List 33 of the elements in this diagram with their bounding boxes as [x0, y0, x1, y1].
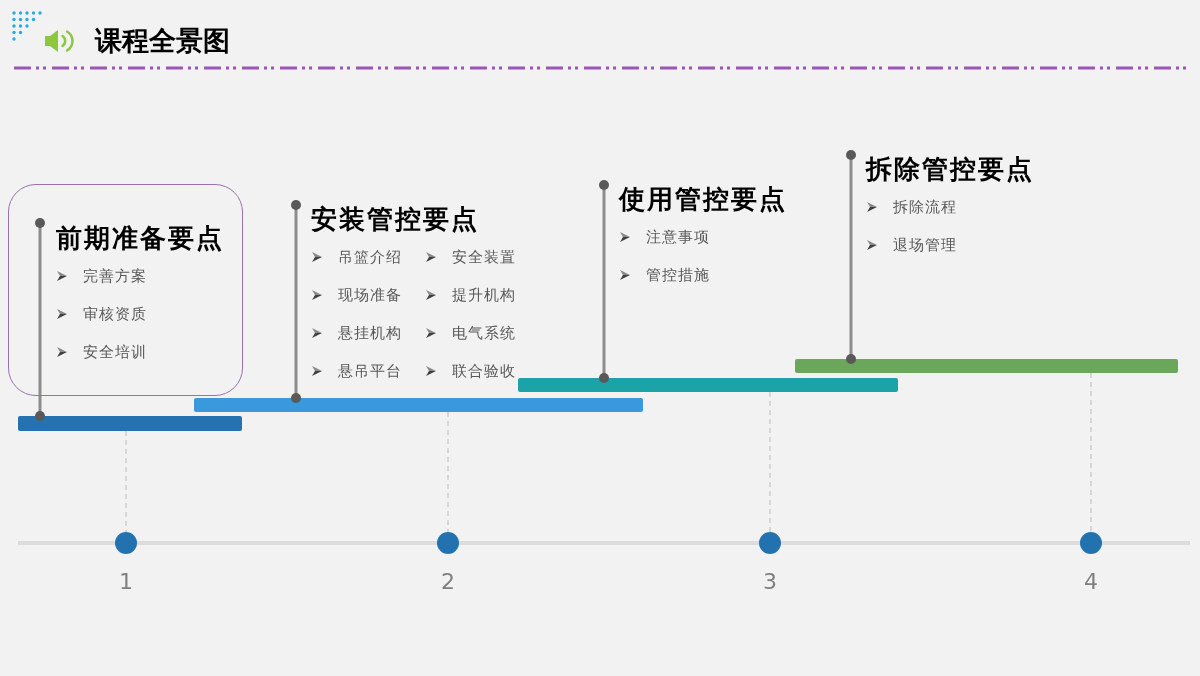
list-item: 拆除流程 [893, 198, 957, 216]
step-number: 3 [762, 568, 778, 596]
list-item: 悬挂机构 [338, 324, 402, 342]
pin-line [599, 180, 609, 383]
list-item: 联合验收 [452, 362, 516, 380]
pin-line [35, 218, 45, 421]
list-item: 退场管理 [893, 236, 957, 254]
step-number: 1 [118, 568, 134, 596]
step-number: 2 [440, 568, 456, 596]
list-item: 管控措施 [646, 266, 710, 284]
timeline-bar [194, 398, 643, 412]
list-item: 审核资质 [83, 305, 147, 323]
phase-heading: 拆除管控要点 [866, 155, 1034, 183]
list-item: 完善方案 [83, 267, 147, 285]
phase-heading: 前期准备要点 [56, 224, 224, 252]
pin-line [291, 200, 301, 403]
rounded-frame [8, 184, 243, 396]
list-item: 安全培训 [83, 343, 147, 361]
timeline-bar [518, 378, 898, 392]
list-item: 吊篮介绍 [338, 248, 402, 266]
timeline-bar [795, 359, 1178, 373]
list-item: 注意事项 [646, 228, 710, 246]
phase-heading: 安装管控要点 [311, 205, 480, 233]
step-number: 4 [1083, 568, 1099, 596]
list-item: 电气系统 [452, 324, 516, 342]
pin-line [846, 150, 856, 364]
list-item: 提升机构 [452, 286, 516, 304]
list-item: 现场准备 [338, 286, 402, 304]
timeline-bar [18, 416, 242, 431]
page-title: 课程全景图 [95, 27, 230, 55]
list-item: 安全装置 [452, 248, 516, 266]
list-item: 悬吊平台 [338, 362, 402, 380]
phase-heading: 使用管控要点 [619, 185, 787, 213]
